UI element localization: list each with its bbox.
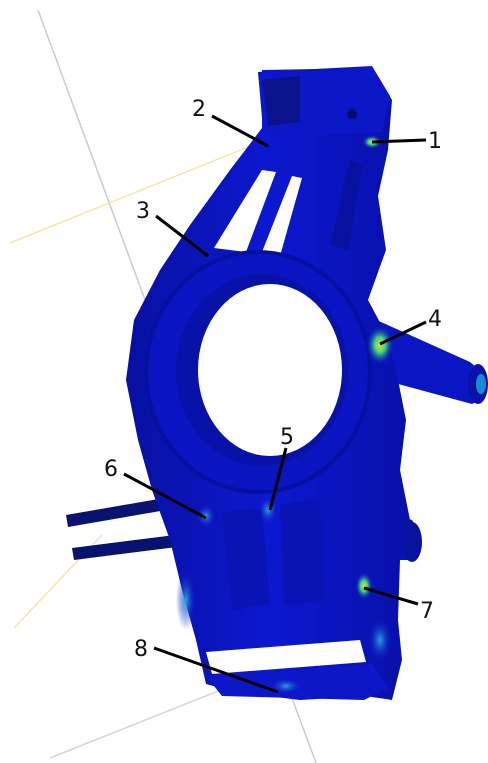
hotspot-8 — [270, 678, 302, 694]
callout-5: 5 — [268, 425, 294, 511]
callouts: 1 2 3 4 5 6 7 8 — [104, 97, 442, 694]
upper-cutout-right — [330, 160, 362, 250]
side-rod-lower — [72, 535, 177, 560]
upper-cutout-mid — [262, 176, 302, 256]
callout-4: 4 — [379, 307, 442, 346]
callout-8-leader — [153, 646, 279, 694]
callout-2-label: 2 — [192, 97, 206, 122]
callout-5-leader — [268, 447, 288, 511]
reference-line-yellow-upper — [9, 129, 291, 244]
callout-6-leader — [123, 472, 207, 520]
callout-3-label: 3 — [136, 199, 150, 224]
callout-2: 2 — [192, 97, 269, 148]
callout-7-label: 7 — [420, 599, 434, 624]
upper-cutout-left — [214, 170, 276, 252]
callout-1-label: 1 — [428, 129, 442, 154]
callout-6-label: 6 — [104, 457, 118, 482]
hotspot-lower-left — [176, 570, 196, 630]
lower-cutout-left — [222, 508, 270, 610]
callout-1: 1 — [371, 129, 442, 154]
callout-6: 6 — [104, 457, 207, 520]
callout-4-leader — [379, 320, 427, 346]
spindle-end-cap — [476, 374, 486, 394]
callout-5-label: 5 — [280, 425, 294, 450]
callout-1-leader — [371, 138, 427, 144]
side-rod-upper — [66, 497, 172, 527]
callout-3-leader — [155, 214, 209, 258]
bore-hole — [198, 284, 342, 456]
callout-8-label: 8 — [134, 637, 148, 662]
top-mount-hole — [347, 109, 357, 119]
callout-8: 8 — [134, 637, 279, 694]
callout-4-label: 4 — [428, 307, 442, 332]
lower-slot — [206, 640, 366, 674]
hotspot-5 — [258, 496, 278, 524]
callout-3: 3 — [136, 199, 209, 258]
callout-7-leader — [363, 586, 419, 606]
top-mount-face — [262, 76, 300, 126]
steering-knuckle-part — [66, 66, 488, 700]
spindle-arm — [372, 318, 486, 404]
hotspot-4 — [366, 325, 394, 365]
lower-cutout-right — [280, 498, 326, 606]
callout-2-leader — [211, 114, 269, 148]
callout-7: 7 — [363, 586, 434, 624]
hotspot-lower-right — [368, 618, 392, 662]
hotspot-7 — [355, 572, 373, 600]
hotspot-6 — [196, 504, 216, 528]
